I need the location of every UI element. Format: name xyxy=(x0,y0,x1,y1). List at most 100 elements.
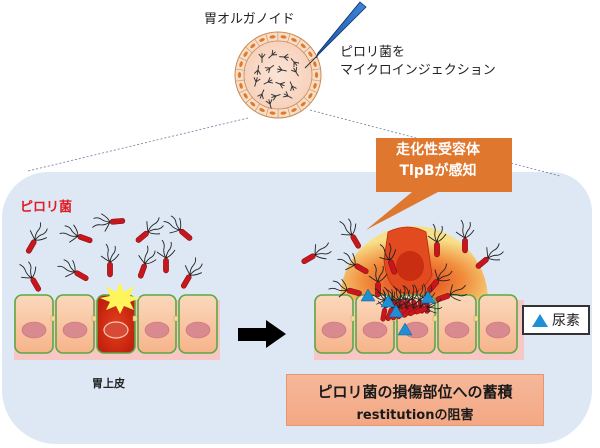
zoom-line-left xyxy=(27,117,249,172)
organoid-nucleus xyxy=(313,82,317,89)
bacterium xyxy=(163,215,193,241)
bacterium xyxy=(379,243,398,275)
urea-markers xyxy=(360,288,436,336)
organoid-nucleus xyxy=(243,51,248,57)
organoid-bacterium xyxy=(268,49,278,59)
bacterium xyxy=(301,242,332,265)
organoid-bacterium xyxy=(258,53,266,63)
nucleus xyxy=(62,321,88,339)
injection-text: ピロリ菌を マイクロインジェクション xyxy=(340,44,496,80)
organoid-nucleus xyxy=(280,111,287,115)
organoid-nucleus xyxy=(243,93,248,99)
bacterium xyxy=(137,245,157,279)
bacterium xyxy=(135,217,164,243)
organoid-nucleus xyxy=(291,108,297,112)
organoid-bacterium xyxy=(282,91,293,99)
urea-triangle xyxy=(380,294,396,308)
organoid-bacterium xyxy=(263,77,274,85)
organoid-bacterium xyxy=(264,64,275,74)
organoid-nucleus xyxy=(250,101,256,107)
bacterium xyxy=(59,224,93,244)
organoid-title: 胃オルガノイド xyxy=(204,12,295,27)
urea-triangle xyxy=(397,322,413,336)
detaching-cell xyxy=(383,226,433,294)
pylori-label: ピロリ菌 xyxy=(20,200,73,215)
epithelium-label: 胃上皮 xyxy=(92,377,125,390)
organoid-sphere xyxy=(234,31,322,119)
bacterium xyxy=(368,263,388,298)
nucleus xyxy=(144,321,170,339)
organoid-nucleus xyxy=(308,93,313,99)
bacterium xyxy=(100,243,120,278)
bacterium xyxy=(337,252,369,275)
organoid-bacterium xyxy=(257,89,265,100)
callout-bubble xyxy=(366,138,512,230)
organoid-bacterium xyxy=(265,99,273,109)
organoid-bacterium xyxy=(277,65,287,73)
triangle-icon xyxy=(532,313,548,327)
bacterium xyxy=(339,218,362,249)
organoid-bacterium xyxy=(271,93,281,101)
organoid-nucleus xyxy=(239,82,243,89)
nucleus xyxy=(185,321,211,339)
organoid-bacterium xyxy=(253,77,261,87)
injection-line2: マイクロインジェクション xyxy=(340,63,496,78)
organoid-bacterium xyxy=(291,66,299,77)
bacterium xyxy=(19,261,42,292)
callout-line2: TlpBが感知 xyxy=(399,163,477,179)
bacterium xyxy=(57,259,89,282)
epithelium-left xyxy=(14,282,220,360)
organoid-nucleus xyxy=(280,35,287,39)
injection-needle-icon xyxy=(304,1,367,69)
urea-legend: 尿素 xyxy=(522,305,590,335)
bacterium xyxy=(180,257,203,289)
nucleus xyxy=(321,321,347,339)
result-box: ピロリ菌の損傷部位への蓄積 restitutionの阻害 xyxy=(286,374,544,426)
bacterium xyxy=(435,284,467,303)
organoid-nucleus xyxy=(300,43,306,49)
organoid-nucleus xyxy=(291,38,297,42)
result-line1: ピロリ菌の損傷部位への蓄積 xyxy=(317,383,513,401)
organoid-bacterium xyxy=(253,65,262,75)
callout-line1: 走化性受容体 xyxy=(396,142,480,158)
bacterium xyxy=(455,219,475,254)
callout-text: 走化性受容体 TlpBが感知 xyxy=(376,140,500,182)
urea-triangle xyxy=(360,288,376,302)
organoid-nucleus xyxy=(308,51,313,57)
urea-triangle xyxy=(420,290,436,304)
damage-star-icon xyxy=(100,282,140,314)
organoid-nucleus xyxy=(239,61,243,68)
bacterium xyxy=(328,278,362,298)
organoid-bacterium xyxy=(279,53,289,61)
bacterium xyxy=(156,239,176,274)
organoid-bacterium xyxy=(275,81,286,89)
nucleus xyxy=(362,321,388,339)
bacterium xyxy=(475,243,504,269)
urea-triangle xyxy=(388,304,404,318)
organoid-nucleus xyxy=(237,72,242,78)
organoid-nucleus xyxy=(259,108,265,112)
bacterium xyxy=(25,222,48,254)
bacterium xyxy=(385,291,403,322)
bacterium xyxy=(92,213,126,232)
organoid-nucleus xyxy=(269,35,276,39)
organoid-nucleus xyxy=(313,61,317,68)
injection-line1: ピロリ菌を xyxy=(340,45,406,60)
organoid-bacterium xyxy=(290,57,300,68)
organoid-nucleus xyxy=(300,101,306,107)
organoid-nucleus xyxy=(314,72,319,78)
organoid-nucleus xyxy=(269,111,276,115)
bacteria-group-free xyxy=(19,213,203,292)
nucleus xyxy=(444,321,470,339)
organoid-nucleus xyxy=(259,38,265,42)
organoid-bacterium xyxy=(289,81,297,92)
result-line2: restitutionの阻害 xyxy=(356,408,474,423)
epithelium-right xyxy=(314,294,524,360)
organoid-nucleus xyxy=(250,43,256,49)
arrow-right-icon xyxy=(238,320,286,348)
nucleus xyxy=(21,321,47,339)
bacterium xyxy=(427,223,447,258)
nucleus xyxy=(103,321,129,339)
urea-label: 尿素 xyxy=(552,313,580,329)
